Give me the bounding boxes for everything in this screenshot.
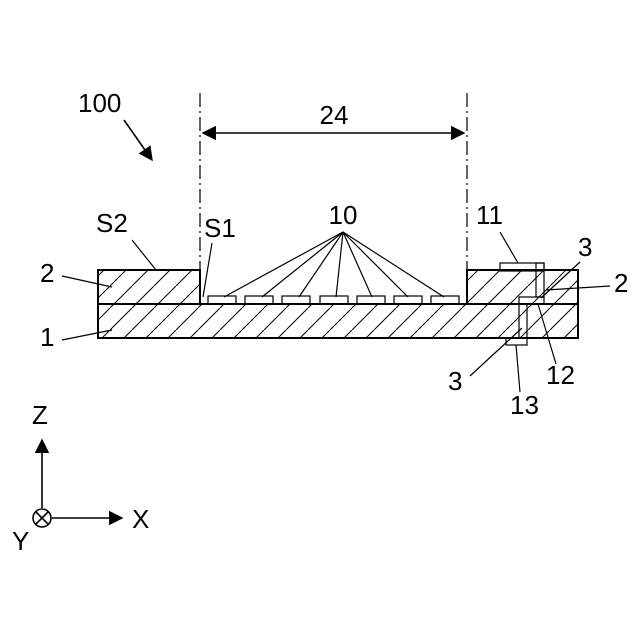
label-S2: S2: [96, 208, 128, 238]
label-2-left: 2: [40, 258, 54, 288]
label-2-right: 2: [614, 268, 628, 298]
leader-S2: [132, 240, 156, 270]
element-pad: [431, 296, 459, 304]
element-pad: [394, 296, 422, 304]
label-12: 12: [546, 360, 575, 390]
leader-11: [500, 232, 518, 263]
element-pad: [320, 296, 348, 304]
label-24: 24: [320, 100, 349, 130]
element-pad: [245, 296, 273, 304]
element-pad: [208, 296, 236, 304]
label-13: 13: [510, 390, 539, 420]
leaders-10: [224, 232, 444, 297]
label-11: 11: [476, 200, 503, 230]
label-3-lower: 3: [448, 366, 462, 396]
leader-S1: [203, 243, 212, 297]
label-S1: S1: [204, 213, 236, 243]
label-10: 10: [329, 200, 358, 230]
layer-2-left-block: [98, 270, 200, 304]
label-1: 1: [40, 322, 54, 352]
element-pad: [282, 296, 310, 304]
label-y: Y: [12, 526, 29, 556]
leader-100: [124, 120, 152, 160]
label-x: X: [132, 504, 149, 534]
label-100: 100: [78, 88, 121, 118]
layer-2-right-block: [467, 270, 578, 304]
layer-1-substrate: [98, 304, 578, 338]
coordinate-axes: Z X Y: [12, 400, 149, 556]
leader-13: [516, 345, 520, 392]
element-pad: [357, 296, 385, 304]
element-pads: [208, 296, 459, 304]
label-z: Z: [32, 400, 48, 430]
label-3-upper: 3: [578, 232, 592, 262]
